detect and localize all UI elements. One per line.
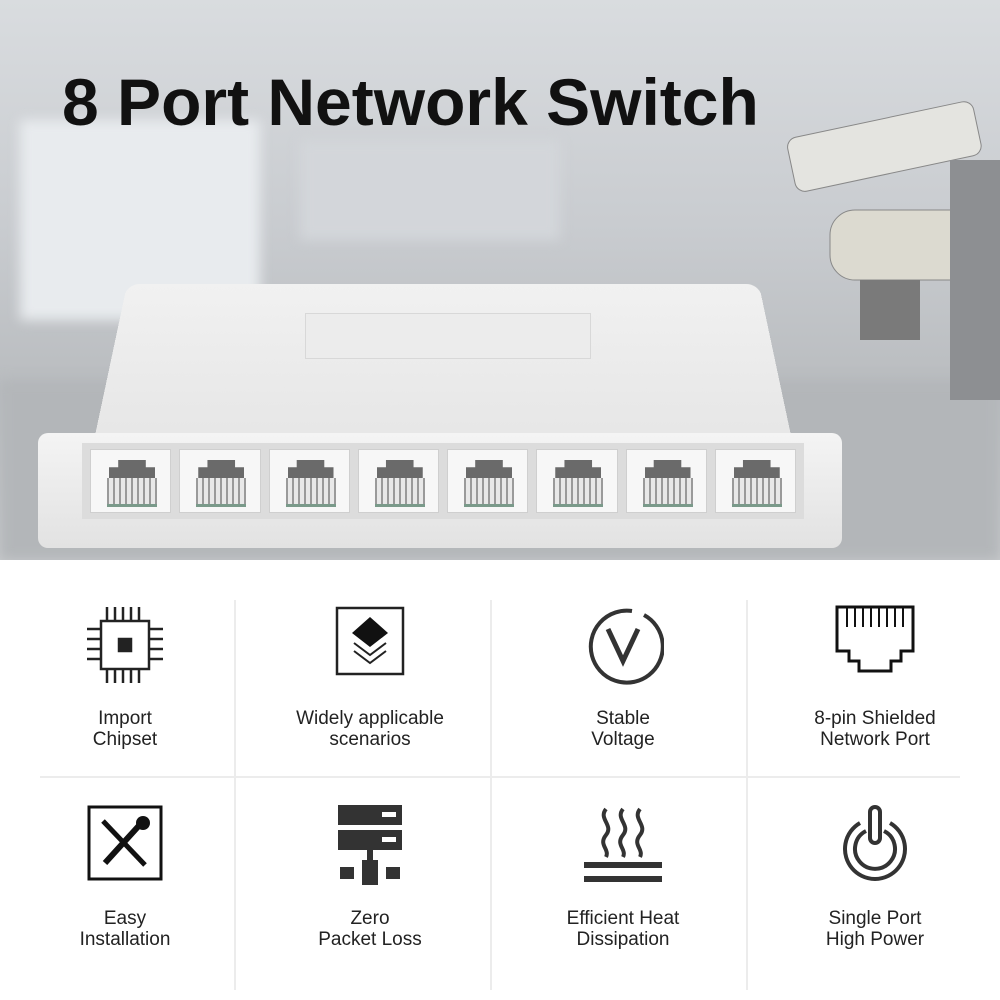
feature-label-line: Chipset — [92, 729, 158, 750]
feature-label-line: Efficient Heat — [566, 908, 680, 929]
feature-label-line: Network Port — [820, 729, 930, 750]
switch-label-area — [305, 313, 591, 359]
server-network-icon — [338, 805, 402, 885]
switch-top — [93, 283, 793, 445]
switch-front — [38, 433, 842, 548]
feature-label-line: Stable — [596, 708, 650, 729]
port-row — [82, 443, 804, 519]
layers-icon — [335, 606, 405, 676]
feature-label-line: Voltage — [591, 729, 655, 750]
feature-label-line: Import — [98, 708, 152, 729]
feature-label-line: scenarios — [329, 729, 411, 750]
voltage-icon — [588, 608, 664, 685]
network-switch-image — [38, 255, 842, 550]
power-icon — [843, 805, 907, 881]
feature-label-line: Packet Loss — [318, 929, 422, 950]
ethernet-port — [179, 449, 261, 513]
ethernet-port-icon — [835, 605, 915, 673]
ethernet-port — [714, 449, 796, 513]
ethernet-port — [357, 449, 439, 513]
heat-icon — [584, 807, 662, 882]
background-blur — [300, 140, 560, 240]
security-camera-image — [787, 101, 1000, 400]
feature-label-line: Installation — [79, 929, 171, 950]
ethernet-port — [536, 449, 618, 513]
product-hero: 8 Port Network Switch — [0, 0, 1000, 560]
feature-label-line: Dissipation — [576, 929, 670, 950]
ethernet-port — [625, 449, 707, 513]
feature-label-line: Single Port — [828, 908, 922, 929]
chip-icon — [87, 607, 163, 683]
ethernet-port — [268, 449, 350, 513]
feature-label-line: Widely applicable — [296, 708, 444, 729]
feature-label-line: 8-pin Shielded — [814, 708, 936, 729]
ethernet-port — [447, 449, 529, 513]
feature-label-line: Easy — [103, 908, 147, 929]
divider — [40, 776, 960, 778]
divider — [234, 600, 236, 990]
feature-label-line: High Power — [825, 929, 925, 950]
divider — [746, 600, 748, 990]
ethernet-port — [90, 449, 172, 513]
feature-label-line: Zero — [350, 908, 390, 929]
page-title: 8 Port Network Switch — [62, 65, 759, 139]
tools-icon — [87, 805, 163, 881]
divider — [490, 600, 492, 990]
